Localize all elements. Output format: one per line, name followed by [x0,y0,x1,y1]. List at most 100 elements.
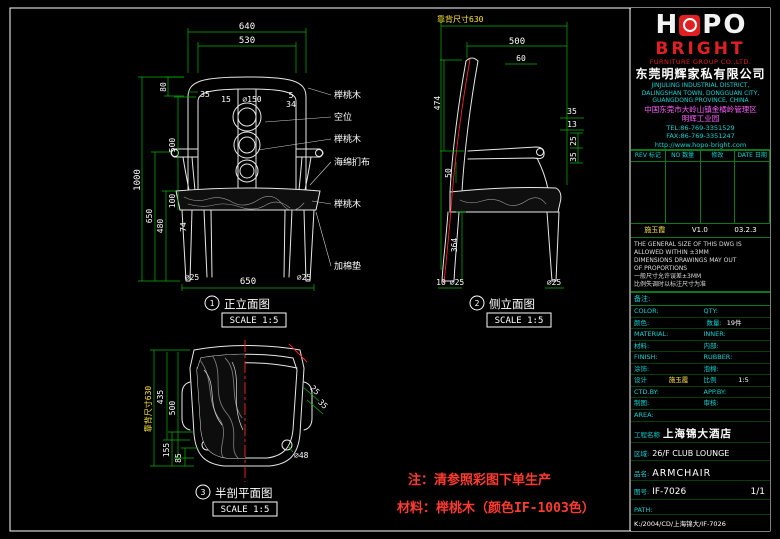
side-view-title-text: 侧立面图 [489,297,535,311]
dim-plan-435: 435 [156,390,165,405]
title-block: H P O BRIGHT FURNITURE GROUP CO.,LTD. 东莞… [631,8,770,531]
dim-side-50: 50 [444,168,453,178]
zone-label: 区域: [634,450,650,459]
logo-letter-p: P [702,10,722,40]
logo-letter-h: H [655,10,678,40]
hopo-logo: H P O [631,10,770,40]
dim-plan-48: ⌀48 [294,451,309,460]
plan-view-title: 3 半剖平面图 SCALE 1:5 [195,484,278,517]
production-note: 注：清参照彩图下单生产 [408,472,551,488]
drawing-number-row: 图号: IF-7026 1/1 [631,486,770,501]
spec-fields: COLOR: QTY: 颜色: 数量: 19件 MATERIAL: INNER:… [631,306,770,410]
path-value: K:/2004/CD/上海锦大/IF-7026 [634,519,726,528]
company-header: H P O BRIGHT FURNITURE GROUP CO.,LTD. 东莞… [631,8,770,150]
side-centerline-spline [443,58,471,284]
front-view-number: 1 [210,299,215,308]
dim-side-474: 474 [433,96,442,111]
side-view-scale: SCALE 1:5 [495,316,544,326]
front-chair-outline [170,76,324,282]
rev-empty-col-1 [631,162,666,223]
qty-label-en: QTY: [703,307,718,315]
side-view-number: 2 [475,299,480,308]
side-dimension-lines [438,22,584,289]
plan-section-line [288,343,308,363]
logo-red-square-o-icon [679,14,701,36]
dim-plan-back-size: 靠背尺寸630 [143,386,153,433]
dim-front-gap: 15 [221,95,231,104]
dim-side-frontleg-dia: ⌀25 [547,278,562,287]
rev-empty-col-2 [666,162,701,223]
dim-front-seat-thickness: 100 [168,194,177,209]
drawing-number-label: 图号: [634,488,650,497]
inner-label-en: INNER: [703,330,726,338]
logo-brand-text: BRIGHT [655,39,746,59]
rev-empty-col-3 [701,162,736,223]
rev-col-date: DATE 日期 [735,151,770,161]
project-name-value: 上海锦大酒店 [663,427,732,440]
sheet-border [9,7,771,532]
dim-side-backleg-dia: ⌀25 [450,278,465,287]
field-row-color-qty-en: COLOR: QTY: [631,306,770,318]
tolerance-line-1: THE GENERAL SIZE OF THIS DWG IS [634,241,742,248]
tolerance-line-5: 一般尺寸允许误差±3MM [634,273,702,280]
dim-front-width-outer: 640 [239,22,255,32]
front-dimension-lines [138,28,315,291]
label-sponge-upholstery: 海绵扪布 [334,156,370,168]
scale-label: 比例 [703,376,717,384]
check-label-cn: 审核: [703,399,719,407]
side-dimension-text: 靠背尺寸630 500 60 474 35 13 25 35 50 364 10… [433,14,578,287]
address-en-1: JINJULING INDUSTRIAL DISTRICT, [651,82,750,89]
rev-col-rev: REV 标记 [631,151,666,161]
rubber-label-cn: 泡棉: [703,364,719,373]
plan-view: 靠背尺寸630 435 500 155 85 25 35 ⌀48 3 半剖平面图… [143,340,329,517]
dim-front-back-height: 500 [168,138,177,153]
dim-side-back-size: 靠背尺寸630 [437,14,484,24]
material-note: 材料：榉桃木（颜色IF-1003色） [397,500,595,516]
qty-value: 数量: 19件 [706,318,742,327]
tolerance-line-4: OF PROPORTIONS [634,265,688,272]
side-chair-outline [441,57,562,282]
front-dimension-text: 640 530 80 1000 650 480 500 100 35 15 ⌀1… [133,22,311,287]
dim-side-60: 60 [516,54,526,63]
version-number: V1.0 [691,226,708,234]
draw-label-cn: 制图: [634,399,650,407]
dim-side-35a: 35 [567,107,577,116]
tolerance-line-3: DIMENSIONS DRAWINGS MAY OUT [634,257,737,264]
area-label: AREA: [631,410,770,422]
dim-plan-35: 35 [316,398,329,411]
dim-side-35b: 35 [569,152,578,162]
drawing-number-value: IF-7026 [652,487,687,498]
dim-front-arm-height: 650 [145,209,154,224]
design-label: 设计 [634,376,647,384]
label-beech-wood-3: 榉桃木 [334,198,361,210]
path-label: PATH: [634,505,653,514]
field-row-design-scale: 设计 施玉霞 比例 1:5 [631,375,770,387]
front-view-title: 1 正立面图 SCALE 1:5 [204,295,287,328]
dim-front-leg-right-dia: ⌀25 [297,273,312,282]
front-leader-lines [257,87,332,267]
dim-front-leg-left-dia: ⌀25 [185,273,200,282]
plan-marble-texture [197,354,245,458]
label-cotton-pad: 加棉垫 [334,260,361,272]
dim-front-5: 5 [289,91,294,100]
phone-number: TEL:86-769-3351529 [666,123,735,132]
side-view: 靠背尺寸630 500 60 474 35 13 25 35 50 364 10… [433,14,584,328]
logo-ring-icon [682,18,697,32]
dim-side-25a: 25 [569,136,578,146]
item-label: 品名: [634,469,650,478]
path-value-row: K:/2004/CD/上海锦大/IF-7026 [631,520,770,529]
address-en-2: DALINGSHAN TOWN, DONGGUAN CITY, [641,89,760,97]
company-name-cn: 东莞明辉家私有限公司 [635,67,766,81]
front-view-scale: SCALE 1:5 [230,316,279,326]
label-empty-space: 空位 [334,111,352,123]
fax-number: FAX:86-769-3351247 [666,132,735,140]
material-label-en: MATERIAL: [634,330,669,338]
version-signature: 施玉霞 [644,226,666,234]
inner-label-cn: 内部: [703,341,719,350]
dim-front-leg-74: 74 [179,222,188,232]
rubber-label-en: RUBBER: [703,353,733,361]
finish-label-en: FINISH: [634,353,658,361]
label-beech-wood-2: 榉桃木 [334,133,361,145]
tolerance-line-2: ALLOWED WITHIN ±3MM [634,249,709,256]
project-name-row: 工程名称 上海锦大酒店 [631,427,770,443]
